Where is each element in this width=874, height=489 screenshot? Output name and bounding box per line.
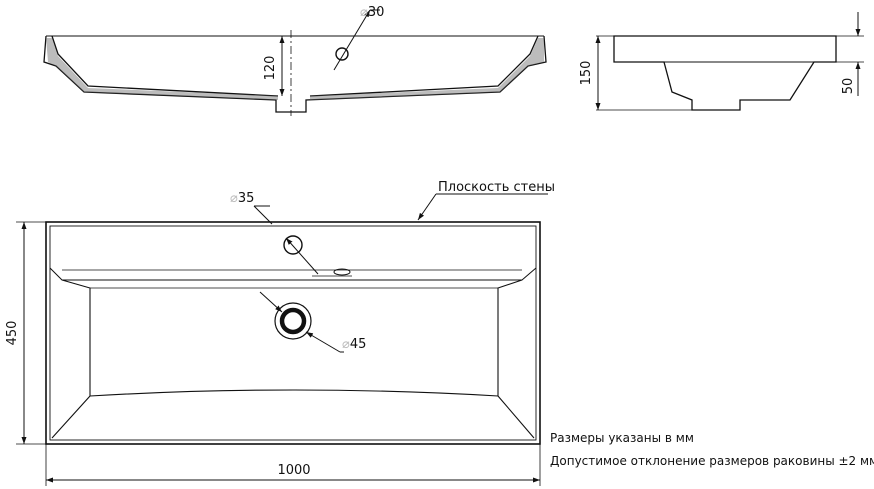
rim-dimension-label: 50 <box>841 78 856 95</box>
drain-diameter-label: ⌀45 <box>342 337 366 352</box>
tolerance-note: Допустимое отклонение размеров раковины … <box>550 454 874 468</box>
end-view <box>595 12 864 111</box>
top-plan-view <box>16 193 548 486</box>
tap-hole-diameter-label: ⌀35 <box>230 191 254 206</box>
wall-plane-label: Плоскость стены <box>438 180 555 195</box>
length-dimension-label: 450 <box>5 321 20 346</box>
units-note: Размеры указаны в мм <box>550 431 694 445</box>
height-dimension-label: 150 <box>579 61 594 86</box>
side-section-view <box>43 9 547 116</box>
width-dimension-label: 1000 <box>277 463 310 478</box>
depth-dimension-label: 120 <box>263 56 278 81</box>
overflow-hole-diameter-label: ⌀30 <box>360 5 384 20</box>
